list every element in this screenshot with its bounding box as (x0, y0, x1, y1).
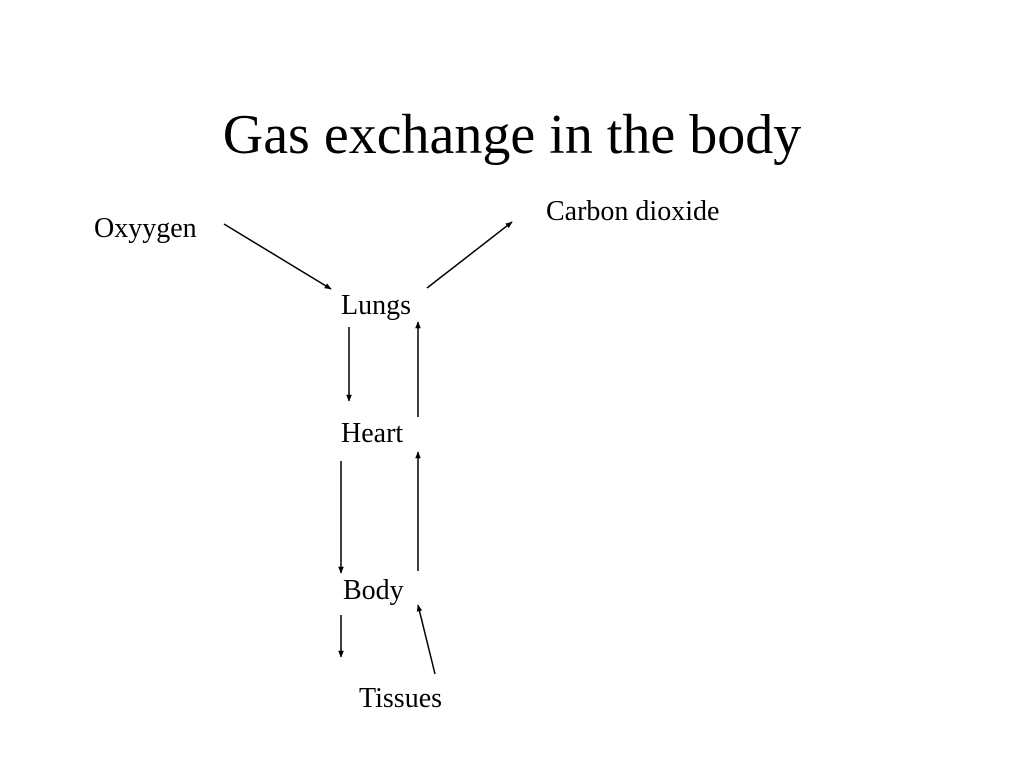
arrow-oxygen-to-lungs (223, 223, 332, 290)
arrow-lungs-to-carbon-dioxide (426, 221, 513, 289)
arrow-tissues-to-body (416, 604, 436, 675)
slide-title: Gas exchange in the body (222, 104, 802, 166)
body-label: Body (343, 575, 404, 606)
oxygen-label: Oxyygen (94, 213, 197, 244)
heart-label: Heart (341, 418, 404, 449)
lungs-label: Lungs (341, 290, 411, 321)
tissues-label: Tissues (359, 683, 443, 714)
carbon-dioxide-label: Carbon dioxide (546, 196, 720, 227)
